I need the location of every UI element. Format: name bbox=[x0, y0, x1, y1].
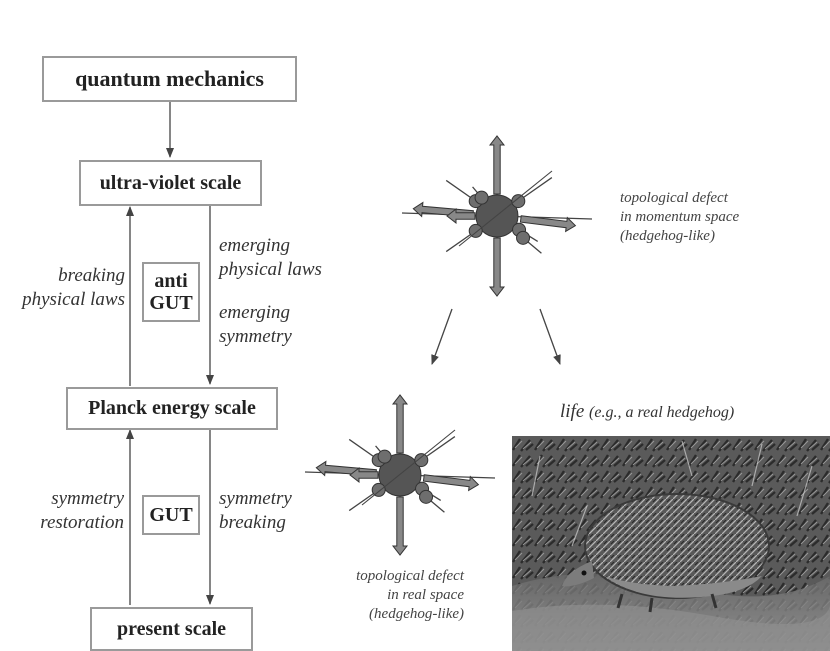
quantum-mechanics-box: quantum mechanics bbox=[42, 56, 297, 102]
anti-gut-line-1: anti bbox=[154, 270, 188, 292]
hedgehog-photo-art bbox=[512, 436, 830, 651]
right-arrow bbox=[519, 215, 577, 233]
real-space-defect-caption: topological defect in real space (hedgeh… bbox=[356, 568, 464, 622]
arrow-to-real-defect bbox=[431, 308, 453, 365]
breaking-physical-laws-label: breaking physical laws bbox=[22, 265, 125, 310]
arrow-to-life bbox=[539, 308, 561, 365]
quantum-mechanics-label: quantum mechanics bbox=[75, 66, 264, 91]
upper-left-spine-near-ball bbox=[474, 190, 489, 205]
left-arrow-near bbox=[349, 466, 379, 484]
planck-energy-scale-label: Planck energy scale bbox=[88, 397, 256, 419]
ultra-violet-scale-box: ultra-violet scale bbox=[79, 160, 262, 206]
ultra-violet-scale-label: ultra-violet scale bbox=[99, 171, 242, 194]
symmetry-restoration-label: symmetry restoration bbox=[40, 488, 124, 533]
symmetry-breaking-label: symmetry breaking bbox=[219, 488, 292, 533]
diagonal-line bbox=[361, 429, 456, 506]
lower-right-spine-far-ball bbox=[419, 489, 434, 504]
upper-left-spine-near-ball bbox=[377, 449, 392, 464]
gut-label: GUT bbox=[149, 503, 193, 526]
life-example: (e.g., a real hedgehog) bbox=[589, 404, 735, 421]
present-scale-box: present scale bbox=[90, 607, 253, 651]
left-arrow-near bbox=[446, 207, 476, 225]
anti-gut-box: anti GUT bbox=[142, 262, 200, 322]
diagonal-line bbox=[458, 170, 553, 247]
up-arrow bbox=[391, 394, 409, 454]
life-word: life bbox=[560, 401, 585, 422]
real-space-hedgehog bbox=[304, 394, 496, 556]
lower-left-spine-ball bbox=[371, 482, 386, 497]
gut-box: GUT bbox=[142, 495, 200, 535]
up-arrow bbox=[488, 135, 506, 195]
present-scale-label: present scale bbox=[116, 617, 227, 640]
momentum-space-hedgehog bbox=[401, 135, 593, 297]
upper-right-spine-ball bbox=[511, 194, 526, 209]
hedgehog-photo bbox=[512, 436, 830, 651]
anti-gut-line-2: GUT bbox=[149, 292, 193, 314]
upper-right-spine-ball bbox=[414, 453, 429, 468]
right-arrow bbox=[422, 474, 480, 492]
down-arrow bbox=[391, 496, 409, 556]
down-arrow bbox=[488, 237, 506, 297]
planck-energy-scale-box: Planck energy scale bbox=[66, 387, 278, 430]
momentum-space-defect-caption: topological defect in momentum space (he… bbox=[620, 190, 740, 244]
lower-left-spine-ball bbox=[468, 223, 483, 238]
lower-right-spine-far-ball bbox=[516, 230, 531, 245]
life-caption: life (e.g., a real hedgehog) bbox=[560, 400, 734, 424]
emerging-physical-laws-label: emerging physical laws bbox=[219, 235, 322, 280]
emerging-symmetry-label: emerging symmetry bbox=[219, 302, 292, 347]
